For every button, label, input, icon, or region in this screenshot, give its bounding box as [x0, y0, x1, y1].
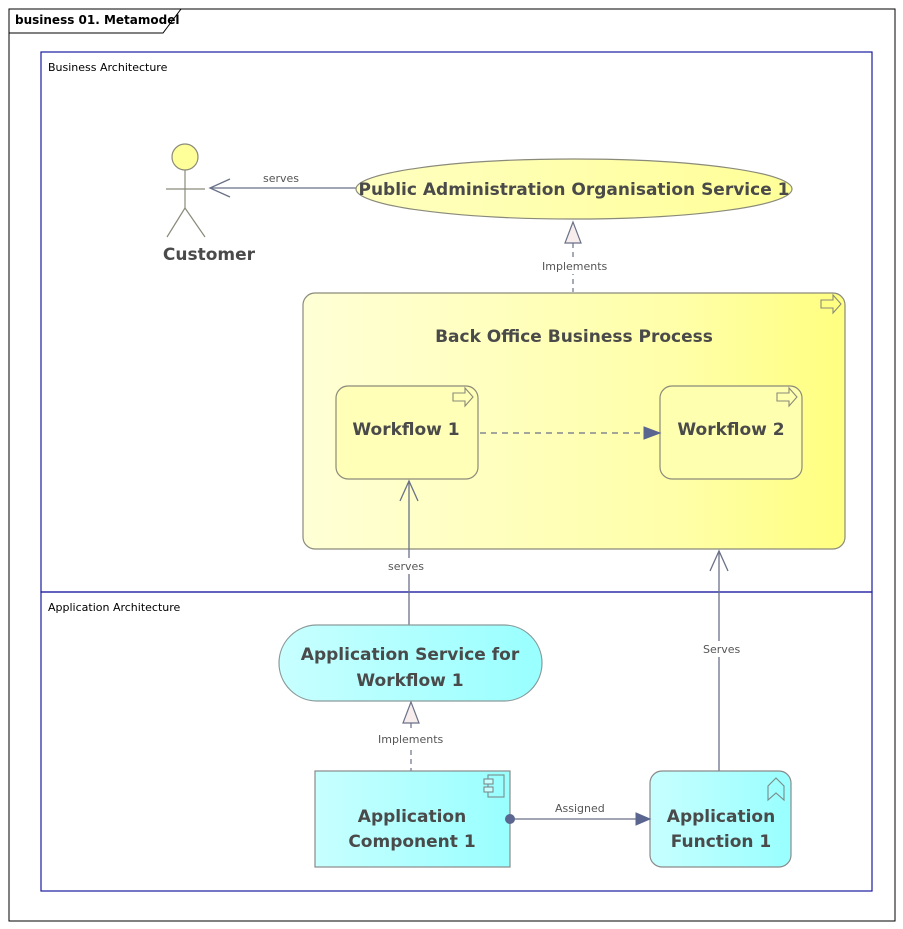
- connector-label: serves: [388, 560, 424, 573]
- connector-implements-public-service[interactable]: Implements: [540, 220, 610, 292]
- element-label: Public Administration Organisation Servi…: [358, 180, 789, 200]
- element-workflow-2[interactable]: Workflow 2: [659, 385, 803, 480]
- hollow-triangle-arrowhead-icon: [564, 220, 582, 244]
- element-back-office-business-process[interactable]: Back Office Business Process: [302, 292, 846, 550]
- label-bg: [386, 558, 426, 574]
- element-label-line1: Application: [667, 807, 775, 827]
- element-workflow-1[interactable]: Workflow 1: [335, 385, 479, 480]
- element-label-line2: Function 1: [671, 832, 772, 852]
- connector-label: Implements: [378, 733, 444, 746]
- element-label: Customer: [163, 245, 256, 265]
- element-public-administration-service[interactable]: Public Administration Organisation Servi…: [355, 158, 793, 220]
- element-label-line2: Workflow 1: [356, 671, 463, 691]
- actor-head-icon: [171, 143, 199, 171]
- assignment-dot-icon: [505, 814, 515, 824]
- process-arrow-icon: [452, 386, 474, 408]
- label-bg: [700, 641, 742, 657]
- connector-label: Serves: [703, 643, 741, 656]
- open-arrowhead-icon: [709, 549, 729, 572]
- connector-label: Assigned: [555, 802, 605, 815]
- label-bg: [540, 258, 610, 274]
- frame-title-tab: [8, 8, 182, 34]
- process-arrow-icon: [820, 293, 842, 315]
- lane-label-application: Application Architecture: [48, 601, 181, 614]
- process-arrow-icon: [776, 386, 798, 408]
- connector-assigned[interactable]: Assigned: [505, 802, 652, 826]
- element-label: Back Office Business Process: [435, 327, 713, 347]
- element-customer-actor[interactable]: Customer: [163, 143, 256, 265]
- lane-application-architecture[interactable]: Application Architecture: [40, 591, 873, 892]
- connector-implements-app-service[interactable]: Implements: [376, 700, 448, 771]
- element-label-line1: Application: [358, 807, 466, 827]
- open-arrowhead-icon: [399, 479, 419, 502]
- element-label-line1: Application Service for: [301, 645, 520, 665]
- element-application-component-1[interactable]: Application Component 1: [314, 770, 511, 868]
- function-bookmark-icon: [767, 777, 785, 802]
- element-label-line2: Component 1: [348, 832, 475, 852]
- connector-serves-back-office[interactable]: Serves: [700, 549, 742, 771]
- connector-serves-workflow-1[interactable]: serves: [386, 479, 426, 625]
- connector-label: Implements: [542, 260, 608, 273]
- hollow-triangle-arrowhead-icon: [402, 700, 420, 724]
- element-label: Workflow 2: [677, 420, 784, 440]
- connector-flow-workflow[interactable]: [480, 426, 662, 440]
- frame-title: business 01. Metamodel: [15, 13, 179, 27]
- element-label: Workflow 1: [352, 420, 459, 440]
- element-application-function-1[interactable]: Application Function 1: [649, 770, 792, 868]
- filled-arrowhead-icon: [635, 812, 652, 826]
- connector-serves-customer[interactable]: serves: [208, 172, 356, 198]
- lane-label-business: Business Architecture: [48, 61, 168, 74]
- connector-label: serves: [263, 172, 299, 185]
- label-bg: [376, 731, 448, 747]
- element-application-service-workflow-1[interactable]: Application Service for Workflow 1: [278, 624, 543, 702]
- component-icon: [483, 774, 505, 798]
- open-arrowhead-icon: [208, 178, 231, 198]
- filled-arrowhead-icon: [643, 426, 662, 440]
